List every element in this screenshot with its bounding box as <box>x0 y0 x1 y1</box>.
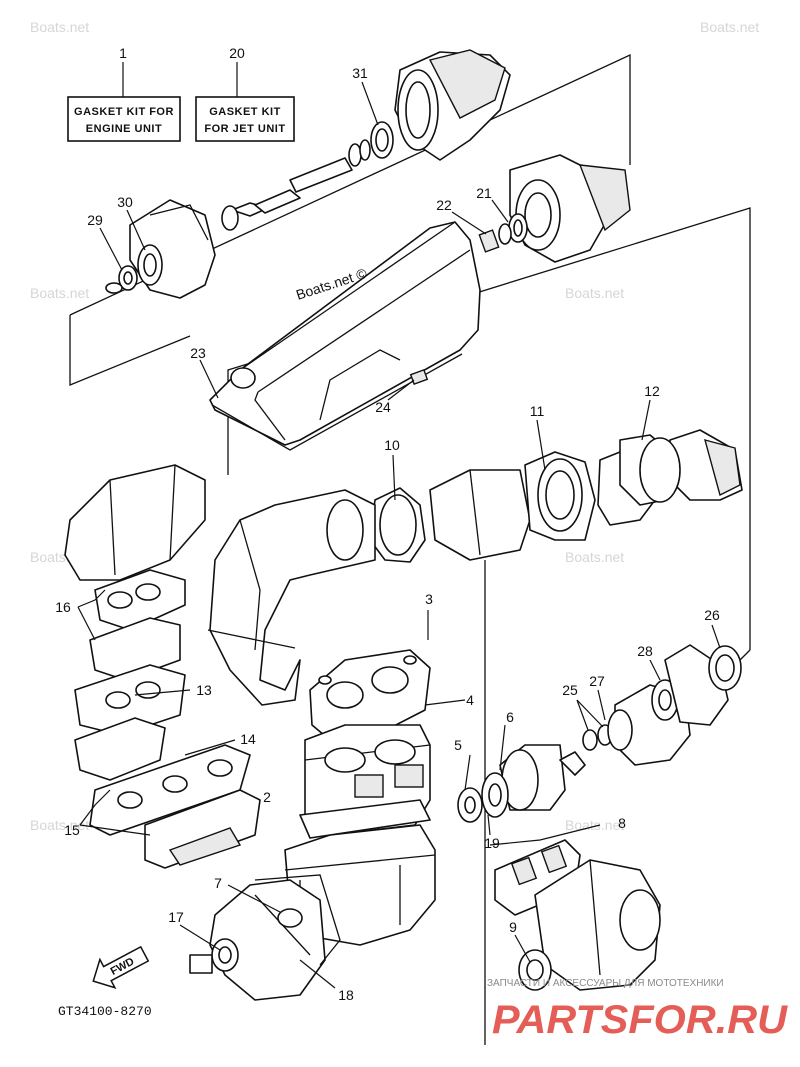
impeller-housing-top <box>394 49 511 161</box>
callout-17: 17 <box>168 909 184 925</box>
watermark: Boats.net <box>565 549 624 565</box>
watermark: Boats.net <box>700 19 759 35</box>
callout-22: 22 <box>436 197 452 213</box>
callout-1: 1 <box>119 45 127 61</box>
callout-9: 9 <box>509 919 517 935</box>
callout-5: 5 <box>454 737 462 753</box>
callout-30: 30 <box>117 194 133 210</box>
o-ring <box>370 121 394 159</box>
leader-lines <box>77 81 721 989</box>
promo-tagline: ЗАПЧАСТИ И АКСЕССУАРЫ ДЛЯ МОТОТЕХНИКИ <box>487 978 724 989</box>
callout-11: 11 <box>530 403 545 419</box>
callout-8: 8 <box>618 815 626 831</box>
callout-16: 16 <box>55 599 71 615</box>
impeller-stator <box>478 154 631 263</box>
callout-21: 21 <box>476 185 492 201</box>
magneto-cover <box>189 874 341 1001</box>
diagram-code: GT34100-8270 <box>58 1004 152 1019</box>
callout-13: 13 <box>196 682 212 698</box>
callout-4: 4 <box>466 692 474 708</box>
bearing-housing <box>105 199 239 299</box>
kit-jet-line2: FOR JET UNIT <box>204 123 285 135</box>
fwd-arrow: FWD <box>92 945 150 990</box>
callout-28: 28 <box>637 643 653 659</box>
callout-10: 10 <box>384 437 400 453</box>
exhaust-pipe <box>369 429 743 563</box>
callout-24: 24 <box>375 399 391 415</box>
callout-3: 3 <box>425 591 433 607</box>
callout-20: 20 <box>229 45 245 61</box>
callout-2: 2 <box>263 789 271 805</box>
exhaust-body <box>494 839 661 991</box>
watermark: Boats.net <box>30 817 89 833</box>
promo-watermark: ЗАПЧАСТИ И АКСЕССУАРЫ ДЛЯ МОТОТЕХНИКИ PA… <box>487 978 788 1042</box>
callout-31: 31 <box>352 65 368 81</box>
watermark: Boats.net <box>565 817 624 833</box>
kit-engine-line2: ENGINE UNIT <box>86 123 162 135</box>
callout-29: 29 <box>87 212 103 228</box>
watermark: Boats.net <box>565 285 624 301</box>
kit-label-engine: GASKET KIT FOR ENGINE UNIT <box>67 62 181 142</box>
jet-pump-assembly <box>457 644 742 823</box>
callout-15: 15 <box>64 822 80 838</box>
callout-14: 14 <box>240 731 256 747</box>
kit-engine-line1: GASKET KIT FOR <box>74 106 174 118</box>
kit-jet-line1: GASKET KIT <box>209 106 281 118</box>
intake-gaskets <box>89 744 261 869</box>
watermarks: Boats.net Boats.net Boats.net Boats.net … <box>30 19 759 833</box>
callout-7: 7 <box>214 875 222 891</box>
exhaust-rubber-hose <box>207 489 376 706</box>
callouts: 1 20 2 3 4 5 6 7 8 9 10 11 12 13 14 15 1… <box>55 45 720 1003</box>
kit-label-jet: GASKET KIT FOR JET UNIT <box>195 62 295 142</box>
watermark: Boats.net <box>30 285 89 301</box>
callout-12: 12 <box>644 383 660 399</box>
promo-logo: PARTSFOR.RU <box>492 998 788 1042</box>
exhaust-manifold <box>64 464 206 781</box>
cylinder-head <box>309 649 431 741</box>
crankcase <box>284 799 436 946</box>
callout-19: 19 <box>484 835 500 851</box>
watermark: Boats.net <box>30 19 89 35</box>
callout-18: 18 <box>338 987 354 1003</box>
callout-23: 23 <box>190 345 206 361</box>
drive-shaft <box>231 139 371 217</box>
callout-6: 6 <box>506 709 514 725</box>
callout-26: 26 <box>704 607 720 623</box>
callout-27: 27 <box>589 673 605 689</box>
intake-duct <box>209 221 481 451</box>
callout-25: 25 <box>562 682 578 698</box>
